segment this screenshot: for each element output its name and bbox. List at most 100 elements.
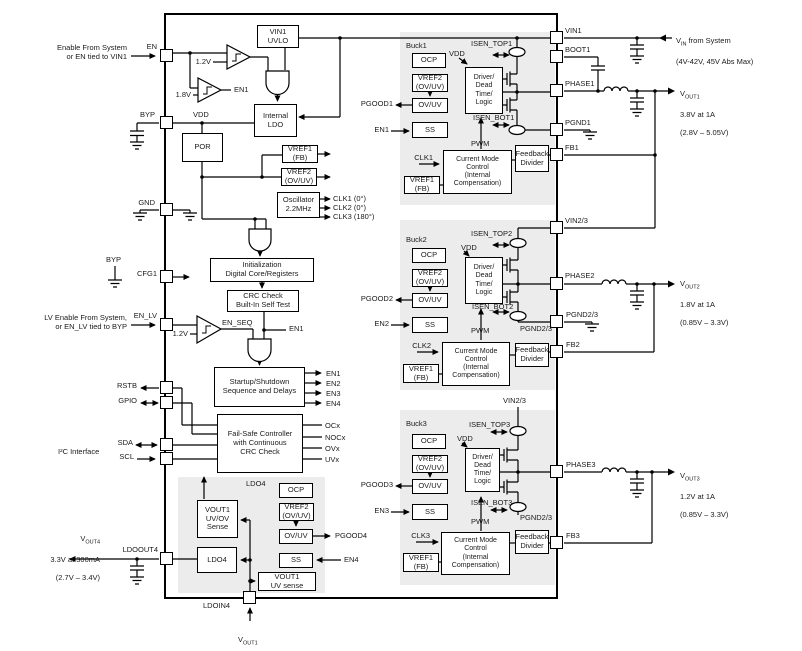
isen-bot1-sensor bbox=[508, 124, 526, 136]
ic-boundary bbox=[164, 13, 558, 599]
en1-and-label: EN1 bbox=[289, 324, 304, 333]
en-out2-label: EN2 bbox=[326, 379, 341, 388]
vref1-block: VREF1 (FB) bbox=[282, 144, 318, 163]
buck1-clk-label: CLK1 bbox=[414, 153, 433, 162]
buck1-en-label: EN1 bbox=[374, 125, 389, 134]
junction-dots bbox=[135, 36, 657, 583]
pin-boot1 bbox=[550, 50, 563, 63]
buck1-vdd-label: VDD bbox=[449, 49, 465, 58]
pin-label-sda: SDA bbox=[117, 438, 133, 447]
pin-pgnd23 bbox=[550, 315, 563, 328]
buck1-title: Buck1 bbox=[406, 41, 427, 50]
buck1-isen-top-label: ISEN_TOP1 bbox=[471, 39, 513, 48]
buck2-pgnd-label: PGND2/3 bbox=[520, 324, 553, 333]
uvx-label: UVx bbox=[325, 455, 340, 464]
buck3-fbdiv-block: Feedback Divider bbox=[515, 530, 549, 554]
vout4-note: VOUT4 3.3V at 300mA (2.7V – 3.4V) bbox=[50, 534, 100, 583]
pin-label-en: EN bbox=[146, 42, 157, 51]
isen-top1-sensor bbox=[508, 46, 526, 58]
comparator-enlv-1v2 bbox=[196, 314, 223, 345]
and-gate-init bbox=[248, 228, 272, 252]
ldo4-en-label: EN4 bbox=[344, 555, 359, 564]
buck1-ocp-block: OCP bbox=[412, 53, 446, 68]
buck2-ocp-block: OCP bbox=[412, 248, 446, 263]
failsafe-block: Fail-Safe Controller with Continuous CRC… bbox=[217, 414, 303, 473]
external-output-wires bbox=[564, 37, 672, 544]
pin-ldoin4 bbox=[243, 591, 256, 604]
pin-phase2 bbox=[550, 277, 563, 290]
pin-fb2 bbox=[550, 345, 563, 358]
ldo4-wires bbox=[173, 516, 341, 591]
internal-ldo-block: Internal LDO bbox=[254, 104, 297, 137]
vout2-note: VOUT2 1.8V at 1A (0.85V – 3.3V) bbox=[680, 279, 729, 328]
buck1-ss-block: SS bbox=[412, 122, 448, 138]
crc-block: CRC Check Built-In Self Test bbox=[227, 290, 299, 312]
pin-label-rstb: RSTB bbox=[116, 381, 137, 390]
pin-gpio bbox=[160, 396, 173, 409]
buck3-isen-bot-label: ISEN_BOT3 bbox=[471, 498, 513, 507]
buck3-ovuv-block: OV/UV bbox=[412, 479, 448, 494]
buck2-en-label: EN2 bbox=[374, 319, 389, 328]
and-gate-startup bbox=[247, 338, 272, 363]
buck2-isen-top-label: ISEN_TOP2 bbox=[471, 229, 513, 238]
ldo4-pgood-label: PGOOD4 bbox=[335, 531, 368, 540]
oscillator-block: Oscillator 2.2MHz bbox=[277, 192, 320, 218]
buck3-ss-block: SS bbox=[412, 504, 448, 520]
pin-en-lv bbox=[160, 318, 173, 331]
vdd-label: VDD bbox=[193, 110, 209, 119]
enable-en-note: Enable From System or EN tied to VIN1 bbox=[56, 43, 127, 61]
buck1-vref1-block: VREF1 (FB) bbox=[404, 175, 440, 194]
pin-label-phase3: PHASE3 bbox=[566, 460, 596, 469]
pin-label-ldoout4: LDOOUT4 bbox=[122, 545, 158, 554]
threshold-1v2-label: 1.2V bbox=[195, 57, 211, 66]
buck3-pgood-label: PGOOD3 bbox=[360, 480, 393, 489]
isen-bot3-sensor bbox=[509, 501, 527, 513]
buck1-driver-block: Driver/ Dead Time/ Logic bbox=[465, 67, 503, 114]
vin1-uvlo-block: VIN1 UVLO bbox=[257, 25, 299, 48]
buck3-vref2-block: VREF2 (OV/UV) bbox=[412, 454, 448, 473]
comparator-en-1v2 bbox=[226, 44, 252, 70]
buck2-vdd-label: VDD bbox=[461, 243, 477, 252]
enable-lv-note: LV Enable From System, or EN_LV tied to … bbox=[44, 313, 127, 331]
pin-label-pgnd1: PGND1 bbox=[565, 118, 591, 127]
ldo4-vref2-block: VREF2 (OV/UV) bbox=[279, 502, 314, 521]
buck3-pwm-label: PWM bbox=[471, 517, 490, 526]
pin-gnd bbox=[160, 203, 173, 216]
buck3-isen-top-label: ISEN_TOP3 bbox=[469, 420, 511, 429]
buck1-fbdiv-block: Feedback Divider bbox=[515, 145, 549, 172]
vout3-flow-arrow bbox=[668, 468, 675, 476]
pin-sda bbox=[160, 438, 173, 451]
pin-label-fb2: FB2 bbox=[566, 340, 580, 349]
por-block: POR bbox=[182, 133, 223, 162]
pin-label-boot1: BOOT1 bbox=[565, 45, 591, 54]
pin-label-en-lv: EN_LV bbox=[133, 311, 157, 320]
ldo4-ocp-block: OCP bbox=[279, 483, 313, 498]
vout1-flow-arrow bbox=[668, 87, 675, 95]
en1-comparator-label: EN1 bbox=[234, 85, 249, 94]
buck2-fbdiv-block: Feedback Divider bbox=[515, 343, 549, 367]
ldo4-ovuv-block: OV/UV bbox=[279, 529, 313, 544]
pin-label-fb3: FB3 bbox=[566, 531, 580, 540]
pin-pgnd1 bbox=[550, 123, 563, 136]
pin-fb3 bbox=[550, 536, 563, 549]
buck2-driver-block: Driver/ Dead Time/ Logic bbox=[465, 257, 503, 304]
pin-label-ldoin4: LDOIN4 bbox=[203, 601, 231, 610]
buck2-ss-block: SS bbox=[412, 317, 448, 333]
threshold-1v2b-label: 1.2V bbox=[172, 329, 188, 338]
ldo4-vout1-sense-block: VOUT1 UV/OV Sense bbox=[197, 500, 238, 538]
buck2-cmc-block: Current Mode Control (Internal Compensat… bbox=[442, 342, 510, 386]
pin-ldoout4 bbox=[160, 552, 173, 565]
comparator-en-1v8 bbox=[197, 77, 223, 103]
buck1-isen-bot-label: ISEN_BOT1 bbox=[473, 113, 515, 122]
pin-scl bbox=[160, 452, 173, 465]
pin-byp bbox=[160, 116, 173, 129]
init-block: Initialization Digital Core/Registers bbox=[210, 258, 314, 282]
pin-fb1 bbox=[550, 148, 563, 161]
pin-label-gnd: GND bbox=[138, 198, 155, 207]
buck3-cmc-block: Current Mode Control (Internal Compensat… bbox=[441, 532, 510, 575]
pin-label-byp: BYP bbox=[139, 110, 155, 119]
isen-bot2-sensor bbox=[509, 310, 527, 322]
ldo4-regulator-block: LDO4 bbox=[197, 547, 237, 573]
pin-en bbox=[160, 49, 173, 62]
